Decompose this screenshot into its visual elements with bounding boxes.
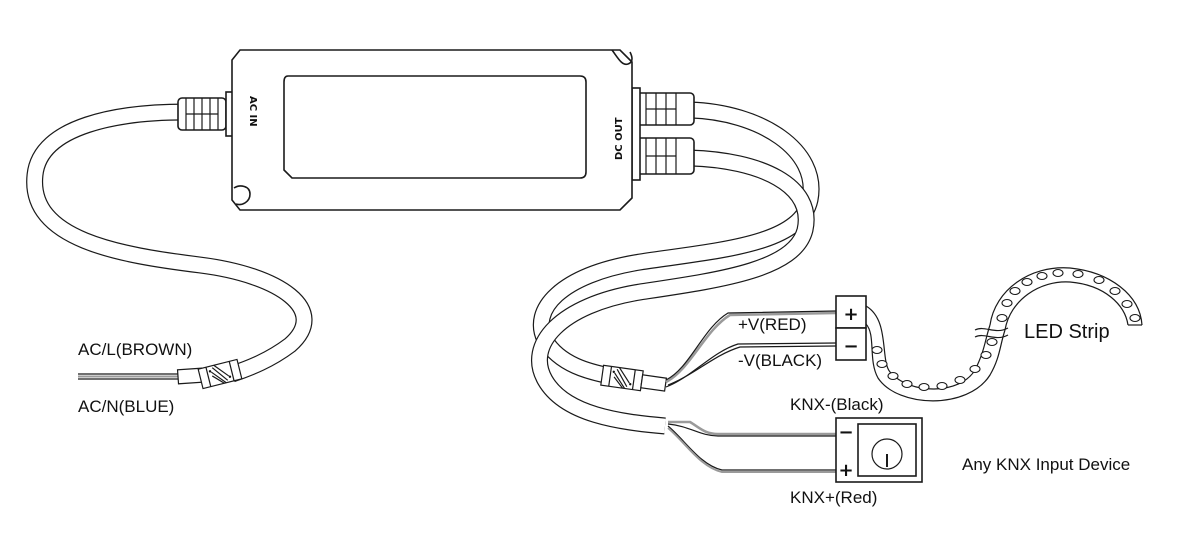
led <box>969 364 981 374</box>
mount-notch-bottom-left <box>233 185 251 206</box>
led <box>871 345 883 355</box>
mount-notch-top-right <box>611 49 633 66</box>
led <box>1021 277 1033 287</box>
led <box>996 313 1008 323</box>
knx-negative-label: KNX-(Black) <box>790 395 884 414</box>
knx-input-device: − + <box>835 417 923 483</box>
label-window <box>283 75 587 179</box>
led-terminal-block: + − <box>835 295 867 361</box>
ac-inline-connector <box>197 358 243 390</box>
ac-input-cable <box>26 103 313 383</box>
ac-bare-wires <box>78 367 204 385</box>
led <box>1001 298 1013 308</box>
knx-minus-terminal: − <box>838 422 853 443</box>
dc-output-cable-lower <box>531 149 815 435</box>
led-strip-label: LED Strip <box>1024 321 1110 343</box>
led <box>887 371 899 381</box>
dc-positive-label: +V(RED) <box>738 315 806 334</box>
led <box>1093 275 1105 285</box>
led <box>876 359 888 369</box>
ac-line-label: AC/L(BROWN) <box>78 340 192 359</box>
ac-neutral-label: AC/N(BLUE) <box>78 397 174 416</box>
led-minus-terminal: − <box>843 336 858 357</box>
dc-out-strain-relief-lower <box>635 137 695 175</box>
led <box>954 375 966 385</box>
led <box>1129 313 1141 323</box>
led <box>918 382 930 392</box>
led <box>1121 299 1133 309</box>
led <box>1009 286 1021 296</box>
dc-negative-label: -V(BLACK) <box>738 351 822 370</box>
led-plus-terminal: + <box>843 304 858 325</box>
led-strip <box>865 267 1143 402</box>
led <box>986 337 998 347</box>
ac-in-label: AC IN <box>247 96 258 127</box>
knx-device-label: Any KNX Input Device <box>962 455 1130 474</box>
led <box>1036 271 1048 281</box>
dc-inline-connector <box>600 364 668 392</box>
led <box>1109 286 1121 296</box>
led <box>901 379 913 389</box>
knob-icon <box>871 438 903 470</box>
dc-out-flange <box>631 87 641 181</box>
led <box>1072 269 1084 279</box>
dc-out-strain-relief-upper <box>635 92 695 126</box>
led <box>936 381 948 391</box>
knx-positive-label: KNX+(Red) <box>790 488 877 507</box>
dc-wires <box>665 310 837 388</box>
ac-in-strain-relief <box>177 91 235 137</box>
dc-out-label: DC OUT <box>614 117 625 160</box>
led <box>980 350 992 360</box>
led <box>1052 268 1064 278</box>
knx-wires <box>667 420 836 473</box>
knx-plus-terminal: + <box>838 460 853 481</box>
power-supply: AC IN DC OUT <box>231 49 633 211</box>
